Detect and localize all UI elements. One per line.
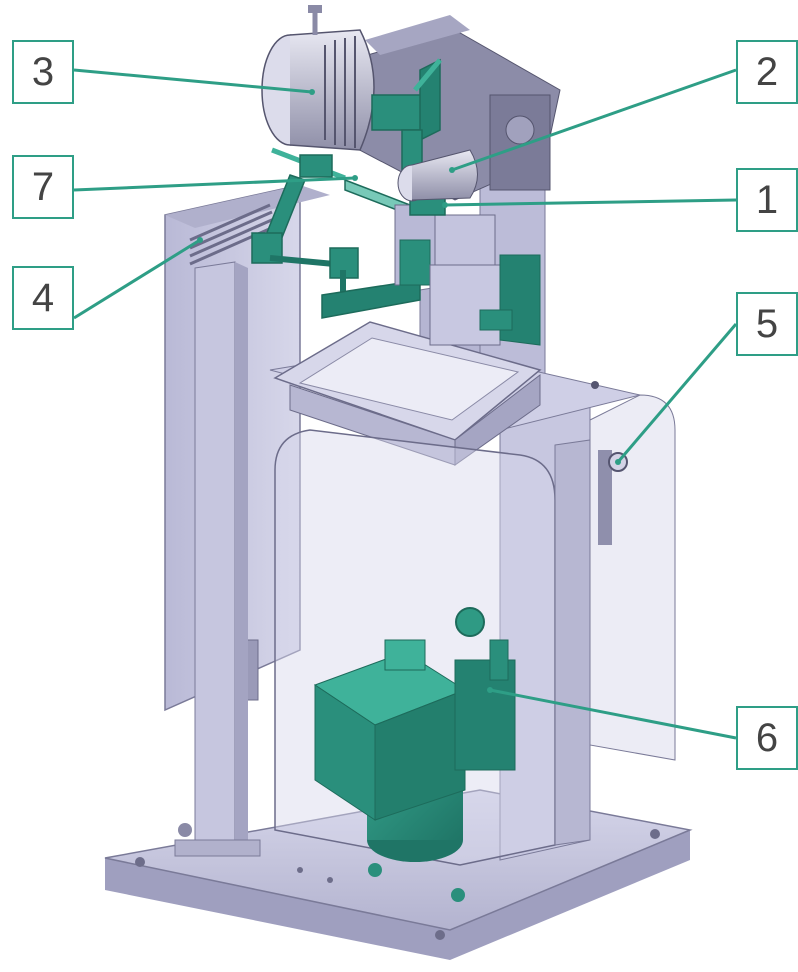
callout-7: 7 bbox=[12, 155, 74, 219]
leader-lines bbox=[73, 68, 738, 740]
callout-6: 6 bbox=[736, 706, 798, 770]
small-motor bbox=[397, 149, 478, 202]
main-motor bbox=[261, 5, 375, 151]
leader-5 bbox=[616, 323, 738, 463]
callout-1-label: 1 bbox=[755, 177, 779, 222]
callout-2-label: 2 bbox=[755, 49, 779, 94]
leader-6-tip bbox=[487, 687, 493, 693]
leader-7 bbox=[73, 176, 356, 192]
hopper-tray bbox=[273, 321, 542, 466]
leader-1 bbox=[444, 198, 737, 207]
callout-3: 3 bbox=[12, 40, 74, 104]
callout-6-label: 6 bbox=[755, 715, 779, 760]
right-cover-panel bbox=[589, 394, 676, 761]
leader-1-tip bbox=[442, 202, 448, 208]
leader-7-tip bbox=[352, 175, 358, 181]
callout-2: 2 bbox=[736, 40, 798, 104]
callout-5-label: 5 bbox=[755, 301, 779, 346]
leader-4 bbox=[73, 238, 201, 320]
callout-4-label: 4 bbox=[31, 275, 55, 320]
callout-4: 4 bbox=[12, 266, 74, 330]
power-unit bbox=[313, 607, 516, 862]
leader-5-tip bbox=[615, 459, 621, 465]
callout-5: 5 bbox=[736, 292, 798, 356]
callout-3-label: 3 bbox=[31, 49, 55, 94]
leader-2 bbox=[451, 68, 737, 172]
leader-6 bbox=[489, 688, 737, 740]
leader-2-tip bbox=[449, 167, 455, 173]
callout-1: 1 bbox=[736, 168, 798, 232]
leader-3-tip bbox=[309, 89, 315, 95]
motor-linkage bbox=[371, 58, 446, 216]
vertical-slide bbox=[394, 204, 541, 346]
clamp-arm bbox=[251, 147, 421, 319]
callout-7-label: 7 bbox=[31, 164, 55, 209]
leader-4-tip bbox=[197, 237, 203, 243]
left-column bbox=[174, 261, 261, 857]
heat-sink-fins bbox=[189, 203, 277, 266]
leader-3 bbox=[73, 68, 313, 94]
